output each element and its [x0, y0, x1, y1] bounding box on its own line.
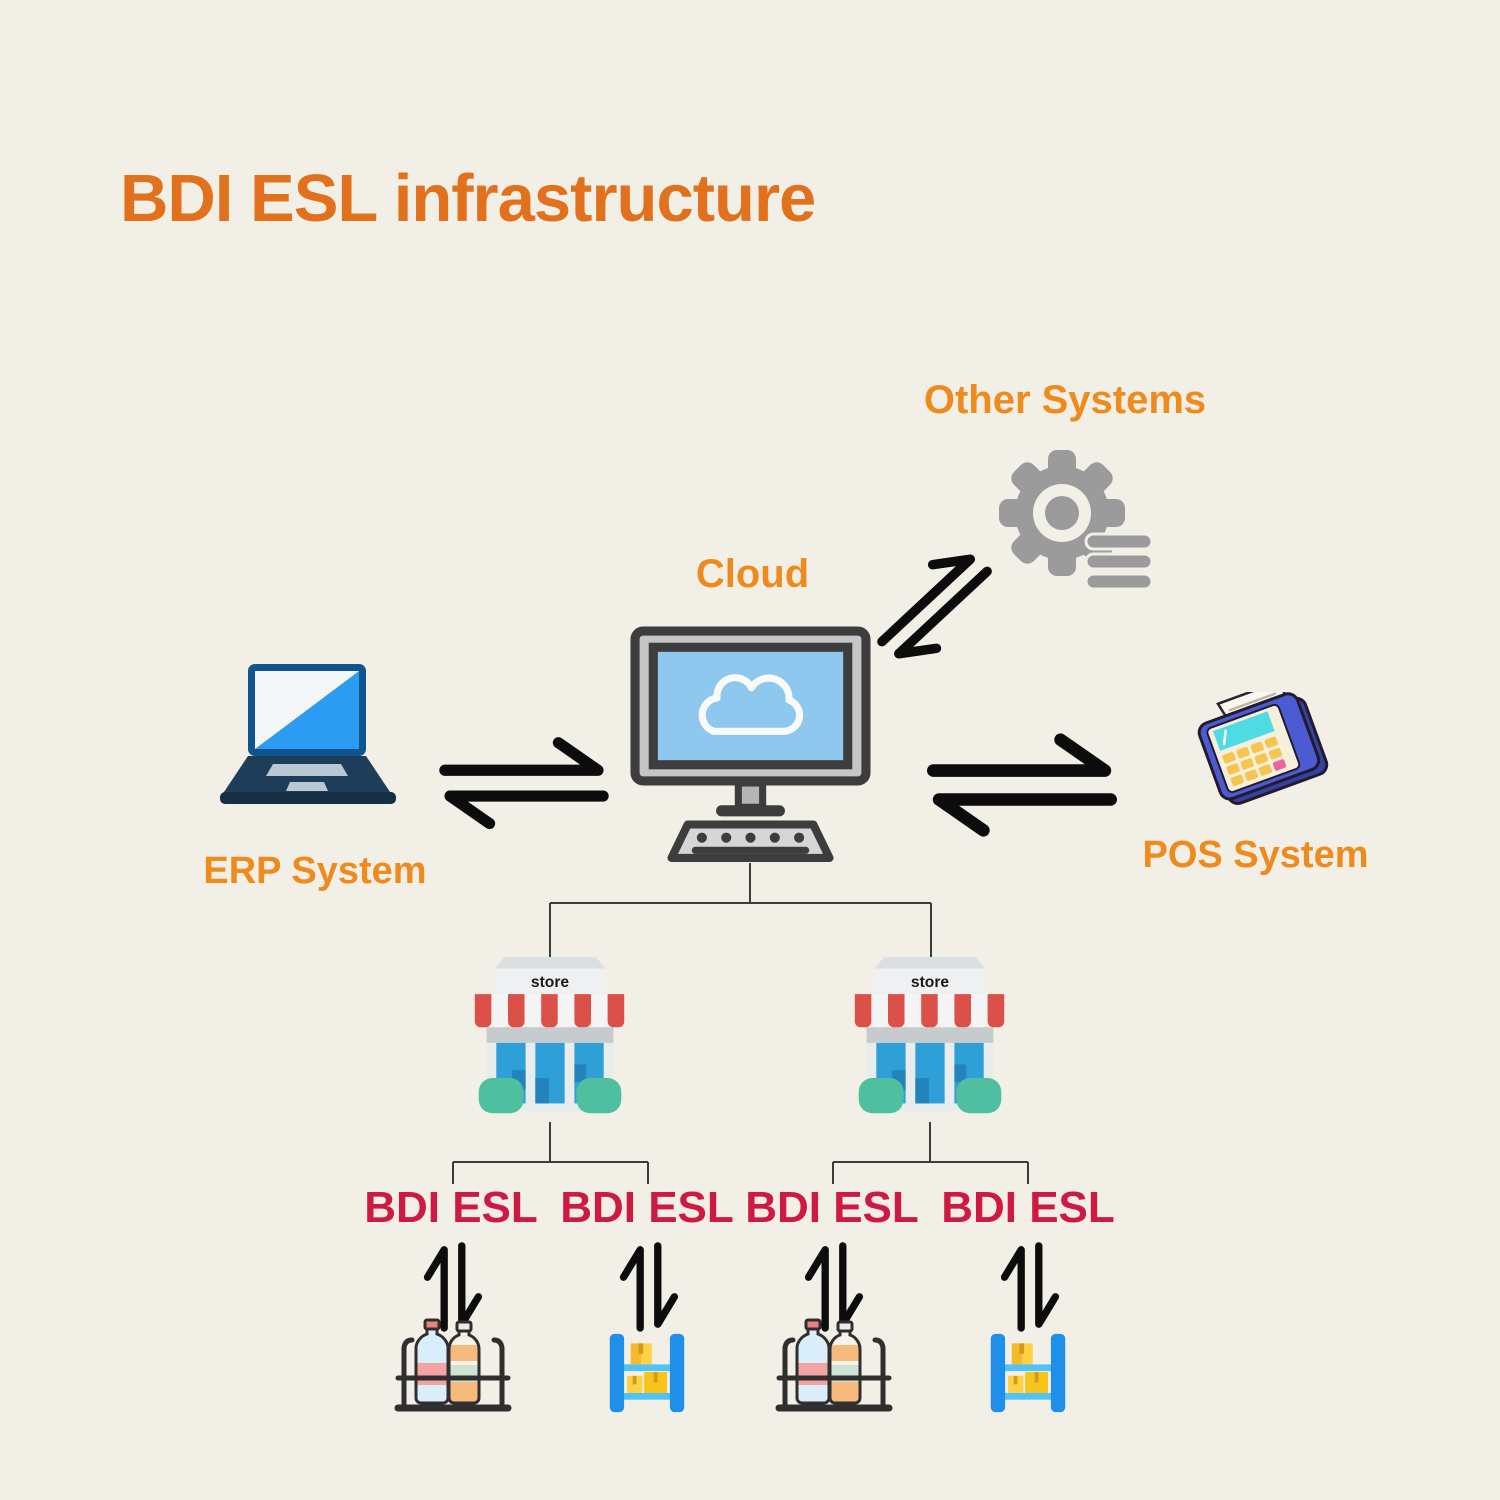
bdi-esl-label: BDI ESL [745, 1183, 919, 1232]
store-icon: store [854, 956, 1005, 1114]
awning-icon [474, 994, 625, 1028]
bdi-esl-label: BDI ESL [560, 1183, 734, 1232]
cloud-label: Cloud [695, 552, 810, 596]
bush-icon [956, 1078, 1002, 1114]
cloud-other-systems-sync-arrows [877, 554, 992, 659]
pos-terminal-icon [1197, 692, 1329, 805]
store-sign-text: store [911, 974, 949, 991]
awning-icon [854, 994, 1005, 1028]
bush-icon [576, 1078, 622, 1114]
bush-icon [478, 1078, 524, 1114]
bottle-rack-icon [394, 1318, 512, 1412]
cloud-pos-sync-arrows [927, 733, 1117, 837]
erp-cloud-sync-arrows [439, 737, 609, 830]
up-down-sync-arrows [619, 1242, 679, 1332]
up-down-sync-arrows [1000, 1242, 1060, 1332]
bdi-esl-label: BDI ESL [364, 1183, 538, 1232]
warehouse-shelf-icon [609, 1333, 685, 1413]
gear-icon [999, 450, 1154, 591]
page-title: BDI ESL infrastructure [120, 161, 816, 236]
up-down-sync-arrows [804, 1242, 864, 1332]
erp-system-label: ERP System [203, 850, 427, 892]
store-sign-text: store [531, 974, 569, 991]
bush-icon [858, 1078, 904, 1114]
bdi-esl-label: BDI ESL [941, 1183, 1115, 1232]
up-down-sync-arrows [423, 1242, 483, 1332]
store-node: store [847, 954, 1013, 1124]
cloud-desktop-computer-icon [630, 626, 871, 862]
other-systems-label: Other Systems [923, 378, 1207, 422]
warehouse-shelf-icon [990, 1333, 1066, 1413]
store-node: store [467, 954, 633, 1124]
bottle-rack-icon [775, 1318, 893, 1412]
store-icon: store [474, 956, 625, 1114]
pos-system-label: POS System [1142, 834, 1369, 876]
laptop-icon [220, 664, 396, 804]
cloud-icon [698, 674, 804, 735]
